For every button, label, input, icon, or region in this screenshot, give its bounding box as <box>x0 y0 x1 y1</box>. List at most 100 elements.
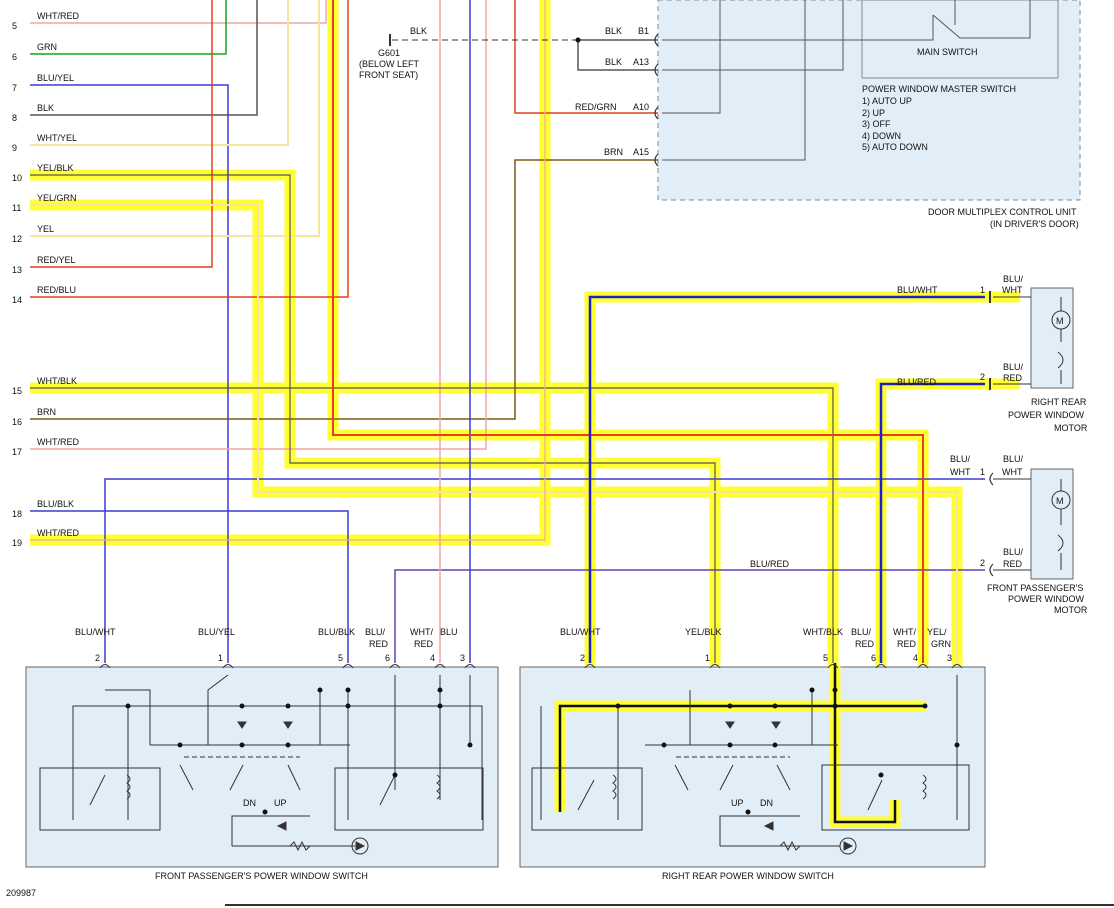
rr-switch-pin-connector <box>709 664 721 669</box>
row-wire-color: WHT/BLK <box>37 376 77 386</box>
highlighted-wire-cores <box>30 0 985 824</box>
fp-motor-pin2-wire-b: RED <box>1003 559 1023 569</box>
master-switch-text: MAIN SWITCH POWER WINDOW MASTER SWITCH 1… <box>862 47 1079 229</box>
row-wire-color: BLU/BLK <box>37 499 74 509</box>
rr-switch-pin-connector <box>917 664 929 669</box>
switch-pin-labels: 2 BLU/WHT 1 BLU/YEL 5 BLU/BLK 6 BLU/RED 4 WHT/RED… <box>75 627 963 669</box>
rr-switch-pin-wire: WHT/ <box>893 627 916 637</box>
row-wire-color: BLK <box>37 103 54 113</box>
fp-motor-pin1: 1 <box>980 467 985 477</box>
fp-motor-left1-b: WHT <box>950 467 971 477</box>
ground-name: G601 <box>378 48 400 58</box>
row-number: 9 <box>12 143 17 153</box>
fp-switch-pin-wire-2: RED <box>369 639 389 649</box>
rr-switch-pin-wire-2: RED <box>897 639 917 649</box>
ground-location-1: (BELOW LEFT <box>359 59 420 69</box>
right-rear-motor: BLU/WHT 1 BLU/ WHT BLU/RED 2 BLU/ RED M … <box>897 274 1088 433</box>
fp-switch-pin-wire: BLU/YEL <box>198 627 235 637</box>
motor-symbol: M <box>1056 496 1064 506</box>
rr-switch-pin-number: 1 <box>705 653 710 663</box>
rr-switch-up-label: UP <box>731 798 744 808</box>
fp-switch-pin-number: 1 <box>218 653 223 663</box>
rr-switch-pin-number: 5 <box>823 653 828 663</box>
fp-switch-pin-connector <box>99 664 111 669</box>
rr-motor-pin2-wire-a: BLU/ <box>1003 362 1024 372</box>
row-number: 8 <box>12 113 17 123</box>
row-number: 10 <box>12 173 22 183</box>
dmcu-title-2: (IN DRIVER'S DOOR) <box>990 219 1079 229</box>
rr-switch-pin-number: 2 <box>580 653 585 663</box>
rr-switch-dn-label: DN <box>760 798 773 808</box>
rr-motor-pin1-wire-a: BLU/ <box>1003 274 1024 284</box>
rr-switch-pin-number: 4 <box>913 653 918 663</box>
row-labels: 5WHT/RED6GRN7BLU/YEL8BLK9WHT/YEL10YEL/BL… <box>12 11 79 548</box>
fp-switch-internals <box>39 674 484 855</box>
fp-switch-up-label: UP <box>274 798 287 808</box>
ground-g601: BLK G601 (BELOW LEFT FRONT SEAT) <box>359 26 581 80</box>
motor-symbol: M <box>1056 316 1064 326</box>
fp-switch-pin-wire: BLU/WHT <box>75 627 116 637</box>
master-switch-mode: 4) DOWN <box>862 131 901 141</box>
dmcu-pin-id: A10 <box>633 102 649 112</box>
rr-switch-pin-wire: BLU/ <box>851 627 872 637</box>
fp-switch-pin-wire: BLU/ <box>365 627 386 637</box>
rr-switch-pin-number: 3 <box>947 653 952 663</box>
rr-switch-pin-wire-2: GRN <box>931 639 951 649</box>
front-passenger-switch-box <box>25 666 499 868</box>
fp-switch-pin-wire: BLU/BLK <box>318 627 355 637</box>
fp-motor-title-3: MOTOR <box>1054 605 1088 615</box>
fp-switch-title: FRONT PASSENGER'S POWER WINDOW SWITCH <box>155 871 368 881</box>
fp-switch-pin-number: 5 <box>338 653 343 663</box>
master-switch-mode: 5) AUTO DOWN <box>862 142 928 152</box>
row-wire-color: RED/YEL <box>37 255 76 265</box>
rr-motor-title-3: MOTOR <box>1054 423 1088 433</box>
fp-switch-pin-wire: BLU <box>440 627 458 637</box>
row-number: 14 <box>12 295 22 305</box>
row-wire-color: BRN <box>37 407 56 417</box>
row-number: 11 <box>12 203 21 213</box>
dmcu-pin-id: A15 <box>633 147 649 157</box>
fp-motor-left1-a: BLU/ <box>950 454 971 464</box>
rr-motor-pin2-wire-b: RED <box>1003 373 1023 383</box>
dmcu-pin-wire: RED/GRN <box>575 102 617 112</box>
fp-switch-dots <box>125 687 473 815</box>
left-wires <box>30 0 985 663</box>
row-number: 5 <box>12 21 17 31</box>
fp-switch-pin-connector <box>464 664 476 669</box>
dmcu-pin-wire: BLK <box>605 26 622 36</box>
rr-switch-dots <box>615 687 960 815</box>
row-wire-color: YEL/GRN <box>37 193 77 203</box>
fp-switch-pin-connector <box>389 664 401 669</box>
right-rear-motor-box <box>1030 287 1074 389</box>
dmcu-pin-wire: BLK <box>605 57 622 67</box>
right-rear-switch-box <box>519 666 986 868</box>
fp-motor-line2-wire: BLU/RED <box>750 559 790 569</box>
dmcu-title-1: DOOR MULTIPLEX CONTROL UNIT <box>928 207 1077 217</box>
fp-switch-pin-number: 6 <box>385 653 390 663</box>
fp-motor-pin2: 2 <box>980 558 985 568</box>
row-number: 12 <box>12 234 22 244</box>
fp-switch-pin-number: 4 <box>430 653 435 663</box>
row-number: 15 <box>12 386 22 396</box>
row-wire-color: YEL <box>37 224 54 234</box>
front-passenger-motor-box <box>1030 468 1074 580</box>
row-number: 19 <box>12 538 22 548</box>
rr-switch-pin-connector <box>584 664 596 669</box>
fp-switch-dn-label: DN <box>243 798 256 808</box>
row-wire-color: WHT/RED <box>37 11 79 21</box>
master-switch-mode: 1) AUTO UP <box>862 96 912 106</box>
fp-motor-pin1-wire-a: BLU/ <box>1003 454 1024 464</box>
rr-switch-title: RIGHT REAR POWER WINDOW SWITCH <box>662 871 834 881</box>
rr-motor-pin2: 2 <box>980 372 985 382</box>
master-switch-mode: 3) OFF <box>862 119 891 129</box>
rr-motor-pin1: 1 <box>980 285 985 295</box>
row-wire-color: WHT/RED <box>37 437 79 447</box>
row-number: 16 <box>12 417 22 427</box>
front-passenger-motor: BLU/ WHT 1 BLU/ WHT BLU/RED 2 BLU/ RED M… <box>750 454 1088 615</box>
row-wire-color: GRN <box>37 42 57 52</box>
fp-switch-pin-connector <box>222 664 234 669</box>
rr-switch-pin-wire: WHT/BLK <box>803 627 843 637</box>
fp-motor-pin2-wire-a: BLU/ <box>1003 547 1024 557</box>
row-wire-color: WHT/YEL <box>37 133 77 143</box>
